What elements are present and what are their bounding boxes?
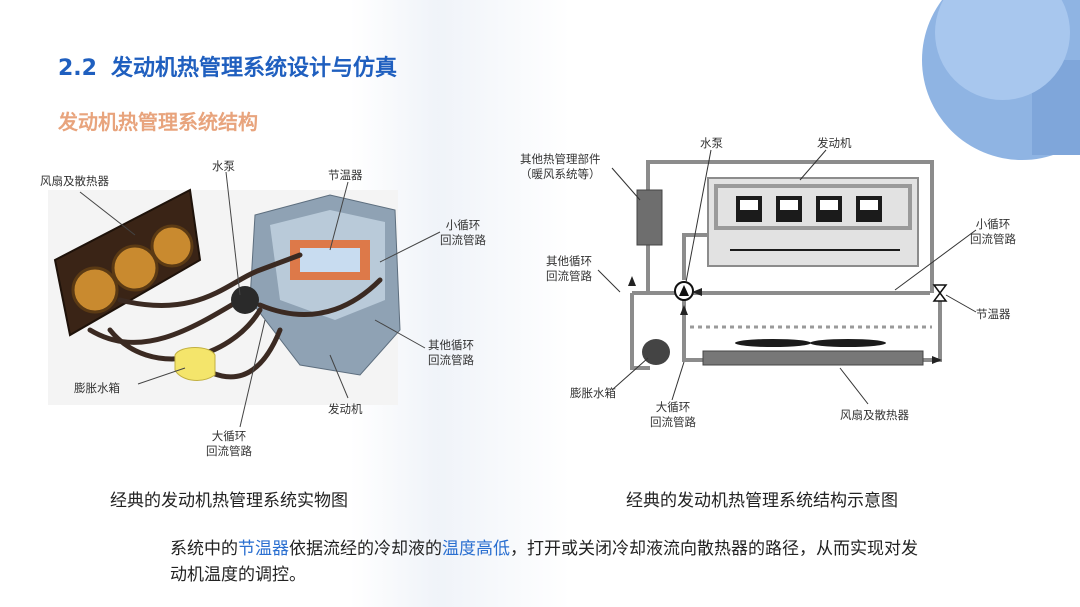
right-label-small-loop: 小循环 回流管路	[970, 217, 1016, 247]
left-label-big-loop-line1: 大循环	[211, 429, 247, 443]
title-text: 发动机热管理系统设计与仿真	[110, 56, 397, 81]
right-label-expansion-tank: 膨胀水箱	[570, 386, 616, 400]
left-label-other-loop: 其他循环 回流管路	[428, 338, 474, 368]
left-label-big-loop: 大循环 回流管路	[206, 429, 252, 459]
water-pump-illustration	[231, 286, 259, 314]
left-label-small-loop-line1: 小循环	[445, 218, 481, 232]
description-text-1: 系统中的	[170, 539, 238, 559]
left-label-engine: 发动机	[328, 402, 363, 416]
right-label-big-loop-line2: 回流管路	[650, 415, 696, 429]
description-paragraph: 系统中的节温器依据流经的冷却液的温度高低，打开或关闭冷却液流向散热器的路径，从而…	[170, 536, 930, 588]
left-label-thermostat: 节温器	[328, 168, 363, 182]
schematic-engine	[707, 177, 919, 267]
left-figure-caption: 经典的发动机热管理系统实物图	[110, 491, 348, 511]
left-label-small-loop: 小循环 回流管路	[440, 218, 486, 248]
left-leader-lines	[79, 171, 441, 428]
schematic-expansion-tank	[642, 339, 670, 365]
left-label-fan-radiator: 风扇及散热器	[40, 174, 109, 188]
right-label-fan-radiator: 风扇及散热器	[840, 408, 909, 422]
schematic-thermostat	[932, 284, 948, 302]
right-label-engine: 发动机	[817, 136, 852, 150]
expansion-tank-illustration	[174, 347, 216, 381]
right-label-other-parts-line2: （暖风系统等）	[520, 167, 601, 181]
right-label-small-loop-line2: 回流管路	[970, 232, 1016, 246]
description-highlight-thermostat: 节温器	[238, 539, 289, 559]
schematic-radiator	[702, 350, 924, 366]
description-highlight-temperature: 温度高低	[442, 539, 510, 559]
description-text-2: 依据流经的冷却液的	[289, 539, 442, 559]
radiator-illustration	[53, 188, 202, 337]
slide-subtitle: 发动机热管理系统结构	[58, 110, 258, 134]
description-text-3: ，打开或关闭冷却液流向散热器的路径，从而实现对发动机温度的调控。	[170, 539, 918, 585]
right-label-thermostat: 节温器	[976, 307, 1011, 321]
engine-block-illustration	[249, 194, 401, 376]
schematic-heater-core	[636, 189, 663, 246]
left-label-other-loop-line2: 回流管路	[428, 353, 474, 367]
right-figure-caption: 经典的发动机热管理系统结构示意图	[626, 491, 898, 511]
right-label-other-loop: 其他循环 回流管路	[546, 254, 592, 284]
left-label-water-pump: 水泵	[212, 159, 235, 173]
right-label-other-loop-line1: 其他循环	[546, 254, 592, 268]
right-label-big-loop-line1: 大循环	[655, 400, 691, 414]
right-label-other-loop-line2: 回流管路	[546, 269, 592, 283]
section-number: 2.2	[58, 56, 97, 81]
right-label-other-parts: 其他热管理部件 （暖风系统等）	[520, 152, 601, 182]
right-label-water-pump: 水泵	[700, 136, 723, 150]
left-label-small-loop-line2: 回流管路	[440, 233, 486, 247]
left-label-expansion-tank: 膨胀水箱	[74, 381, 120, 395]
right-label-small-loop-line1: 小循环	[975, 217, 1011, 231]
slide-title: 2.2 发动机热管理系统设计与仿真	[58, 50, 397, 82]
left-label-big-loop-line2: 回流管路	[206, 444, 252, 458]
right-leader-lines	[597, 149, 977, 405]
left-label-other-loop-line1: 其他循环	[428, 338, 474, 352]
right-label-other-parts-line1: 其他热管理部件	[520, 152, 601, 166]
right-label-big-loop: 大循环 回流管路	[650, 400, 696, 430]
